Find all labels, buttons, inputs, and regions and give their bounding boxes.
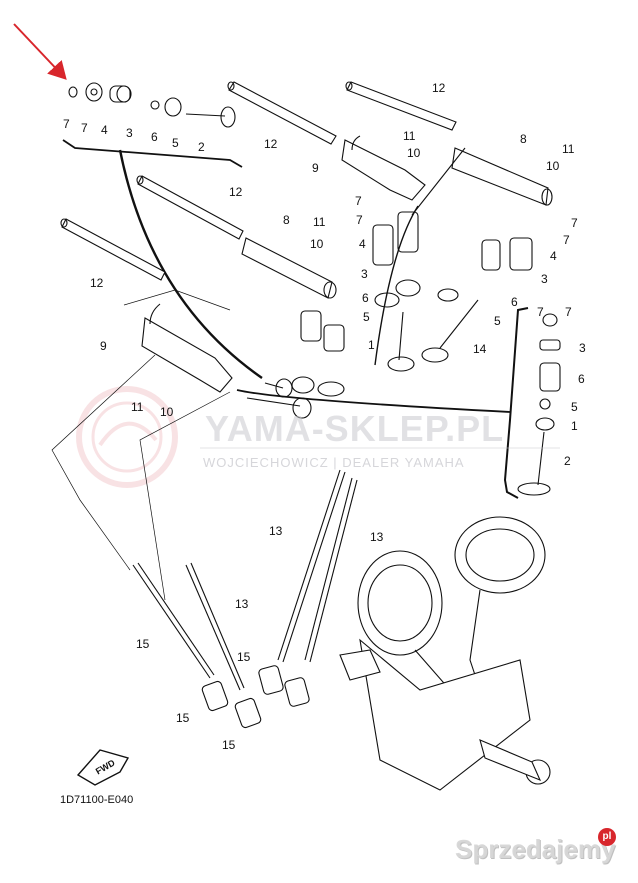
callout-label: 7 bbox=[63, 117, 70, 131]
callout-label: 7 bbox=[356, 213, 363, 227]
valve-2-center bbox=[421, 299, 479, 363]
rocker-shaft-8-mid bbox=[241, 237, 337, 299]
callout-label: 3 bbox=[541, 272, 548, 286]
lifter-15-c bbox=[258, 665, 284, 695]
group-leader-top bbox=[411, 147, 466, 216]
watermark-logo bbox=[76, 386, 178, 488]
callout-label: 7 bbox=[355, 194, 362, 208]
callout-label: 5 bbox=[494, 314, 501, 328]
callout-label: 3 bbox=[126, 126, 133, 140]
callout-label: 6 bbox=[511, 295, 518, 309]
valve-spring-stack-right bbox=[437, 237, 533, 302]
pushrod-13-left bbox=[132, 562, 215, 679]
callout-label: 2 bbox=[564, 454, 571, 468]
group-leader-curve bbox=[118, 149, 263, 379]
lifter-15-b bbox=[234, 697, 262, 729]
group-leader-center bbox=[374, 205, 419, 366]
fwd-arrow-icon bbox=[76, 749, 130, 786]
callout-label: 7 bbox=[571, 216, 578, 230]
callout-label: 7 bbox=[81, 121, 88, 135]
site-watermark: Sprzedajemy bbox=[455, 834, 616, 864]
callout-label: 12 bbox=[90, 276, 104, 290]
callout-label: 13 bbox=[235, 597, 249, 611]
callout-label: 10 bbox=[407, 146, 421, 160]
callout-label: 4 bbox=[101, 123, 108, 137]
red-pointer-arrow bbox=[13, 23, 67, 80]
callout-label: 9 bbox=[312, 161, 319, 175]
pushrod-13-right bbox=[304, 477, 358, 663]
callout-label: 8 bbox=[283, 213, 290, 227]
callout-label: 15 bbox=[222, 738, 236, 752]
callout-label: 10 bbox=[160, 405, 174, 419]
crankshaft-assembly bbox=[339, 516, 551, 791]
group-bracket-right bbox=[503, 307, 529, 499]
callout-label: 4 bbox=[550, 249, 557, 263]
rocker-shaft-8-top bbox=[451, 147, 553, 206]
callout-label: 10 bbox=[546, 159, 560, 173]
callout-label: 12 bbox=[229, 185, 243, 199]
callout-label: 15 bbox=[237, 650, 251, 664]
pushrod-tube-12-mid bbox=[136, 175, 244, 240]
guide-line-left bbox=[51, 354, 156, 571]
callout-label: 6 bbox=[362, 291, 369, 305]
callout-label: 6 bbox=[151, 130, 158, 144]
callout-label: 8 bbox=[520, 132, 527, 146]
pushrod-tube-12-left bbox=[60, 218, 166, 281]
callout-label: 11 bbox=[562, 142, 575, 156]
valve-parts-group-top bbox=[68, 82, 236, 128]
callout-label: 3 bbox=[361, 267, 368, 281]
rocker-arm-9-lower bbox=[141, 303, 233, 393]
callout-label: 11 bbox=[131, 400, 144, 414]
guide-line-left-2 bbox=[139, 391, 231, 601]
site-watermark-dot: pl bbox=[598, 828, 616, 846]
callout-label: 5 bbox=[571, 400, 578, 414]
pushrod-13-mid bbox=[185, 562, 245, 691]
callout-label: 11 bbox=[313, 215, 326, 229]
valve-stack-far-right bbox=[517, 313, 561, 496]
callout-label: 7 bbox=[563, 233, 570, 247]
callout-label: 13 bbox=[370, 530, 384, 544]
pushrod-tube-12-right bbox=[345, 81, 457, 131]
watermark-name: YAMA-SKLEP.PL bbox=[205, 408, 505, 449]
rocker-arm-9-top bbox=[341, 135, 426, 201]
guide-line-left-3 bbox=[123, 289, 231, 311]
callout-label: 11 bbox=[403, 129, 416, 143]
valve-spring-stack-left bbox=[291, 310, 345, 397]
callout-label: 15 bbox=[176, 711, 190, 725]
diagram-code: 1D71100-E040 bbox=[60, 794, 134, 806]
pushrod-14 bbox=[277, 469, 346, 663]
callout-label: 5 bbox=[172, 136, 179, 150]
lifter-15-a bbox=[201, 680, 229, 712]
pushrod-tube-12-top bbox=[227, 81, 337, 145]
callout-label: 12 bbox=[432, 81, 446, 95]
callout-label: 12 bbox=[264, 137, 278, 151]
valve-spring-stack-center bbox=[372, 211, 421, 308]
callout-label: 15 bbox=[136, 637, 150, 651]
group-bracket-top bbox=[62, 139, 243, 168]
lifter-15-d bbox=[284, 677, 310, 707]
callout-label: 5 bbox=[363, 310, 370, 324]
callout-label: 13 bbox=[269, 524, 283, 538]
group-leader-right bbox=[236, 389, 511, 413]
watermark-subtitle: WOJCIECHOWICZ | DEALER YAMAHA bbox=[203, 455, 465, 470]
callout-label: 10 bbox=[310, 237, 324, 251]
callout-label: 7 bbox=[565, 305, 572, 319]
valve-1-center bbox=[387, 311, 415, 372]
callout-label: 14 bbox=[473, 342, 487, 356]
callout-label: 1 bbox=[368, 338, 375, 352]
callout-label: 6 bbox=[578, 372, 585, 386]
callout-label: 4 bbox=[359, 237, 366, 251]
callout-label: 2 bbox=[198, 140, 205, 154]
callout-label: 9 bbox=[100, 339, 107, 353]
callout-label: 7 bbox=[537, 305, 544, 319]
callout-label: 1 bbox=[571, 419, 578, 433]
callout-label: 3 bbox=[579, 341, 586, 355]
